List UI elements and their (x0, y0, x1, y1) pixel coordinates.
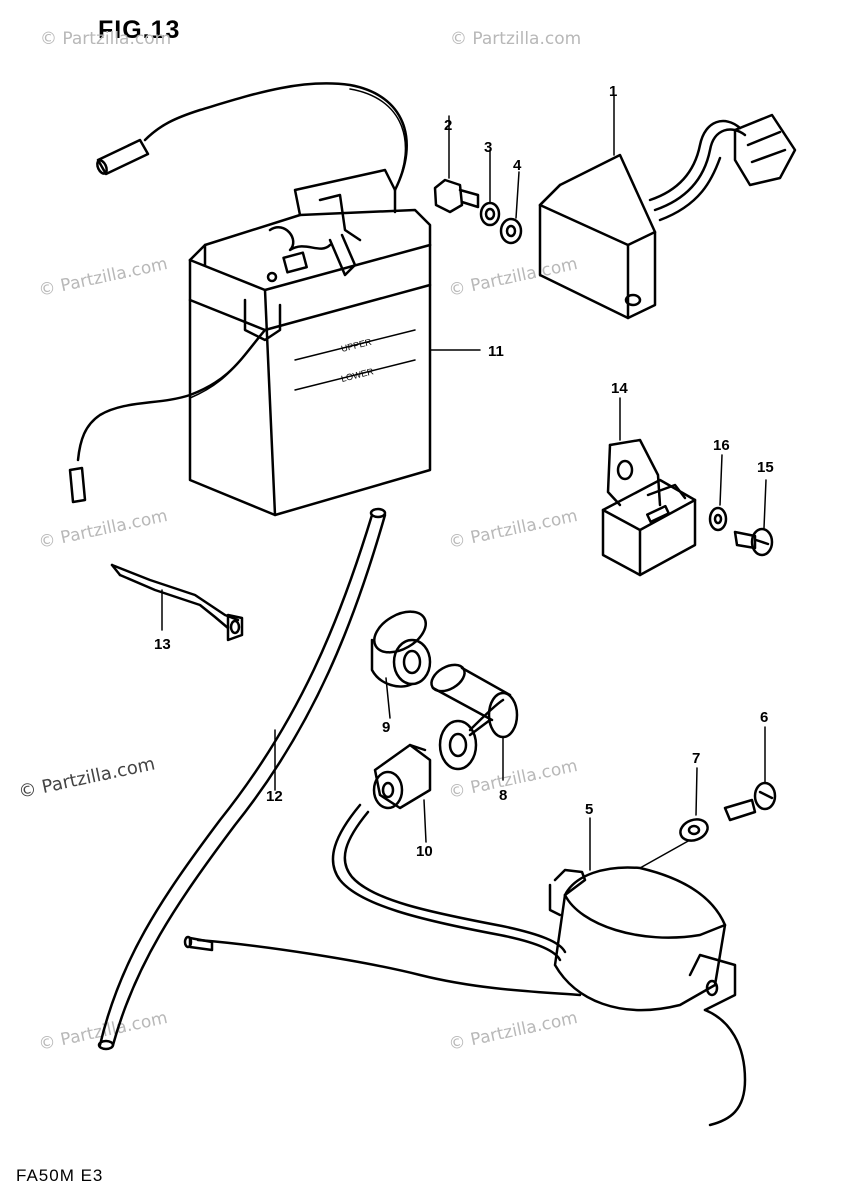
watermark: © Partzilla.com (447, 254, 579, 301)
callout-15: 15 (757, 459, 774, 476)
callout-6: 6 (760, 709, 768, 726)
callout-8: 8 (499, 787, 507, 804)
callout-11: 11 (488, 343, 504, 360)
callout-7: 7 (692, 750, 700, 767)
hose-part-12 (97, 507, 387, 1051)
watermark: © Partzilla.com (40, 29, 171, 49)
figure-title: FIG.13 (98, 16, 181, 44)
ignition-coil-part-5 (183, 803, 747, 1127)
callout-14: 14 (611, 380, 628, 397)
callout-13: 13 (154, 636, 171, 653)
callout-12: 12 (266, 788, 283, 805)
battery-lower-mark: LOWER (340, 366, 375, 384)
cdi-unit-part-1 (538, 95, 797, 320)
bracket-part-13 (110, 563, 244, 642)
callout-5: 5 (585, 801, 593, 818)
callouts: 1 2 3 4 5 6 7 8 9 10 11 12 13 14 15 16 (154, 83, 774, 860)
watermark: © Partzilla.com (447, 1008, 579, 1055)
callout-2: 2 (444, 117, 452, 134)
washer-part-3 (479, 149, 501, 227)
callout-1: 1 (609, 83, 617, 100)
battery-upper-mark: UPPER (340, 337, 373, 354)
watermark: © Partzilla.com (450, 29, 581, 49)
callout-16: 16 (713, 437, 730, 454)
washer-part-7 (679, 767, 709, 842)
screw-part-15 (733, 479, 774, 557)
cap-part-10 (372, 743, 432, 843)
watermark: © Partzilla.com (447, 506, 579, 553)
model-code: FA50M E3 (16, 1166, 104, 1185)
watermarks: © Partzilla.com © Partzilla.com © Partzi… (17, 29, 582, 1055)
callout-10: 10 (416, 843, 433, 860)
seal-part-9 (370, 610, 432, 719)
watermark: © Partzilla.com (37, 254, 169, 301)
callout-4: 4 (513, 157, 522, 174)
watermark: © Partzilla.com (447, 756, 579, 803)
plug-cap-part-8 (430, 663, 519, 781)
washer-part-4 (499, 171, 523, 245)
relay-part-14 (601, 397, 697, 577)
washer-part-16 (708, 454, 728, 532)
bolt-part-2 (433, 115, 480, 214)
battery-part-11: UPPER LOWER (68, 82, 481, 517)
bolt-part-6 (723, 726, 777, 822)
watermark: © Partzilla.com (37, 506, 169, 553)
callout-9: 9 (382, 719, 390, 736)
watermark: © Partzilla.com (17, 753, 157, 802)
callout-3: 3 (484, 139, 492, 156)
